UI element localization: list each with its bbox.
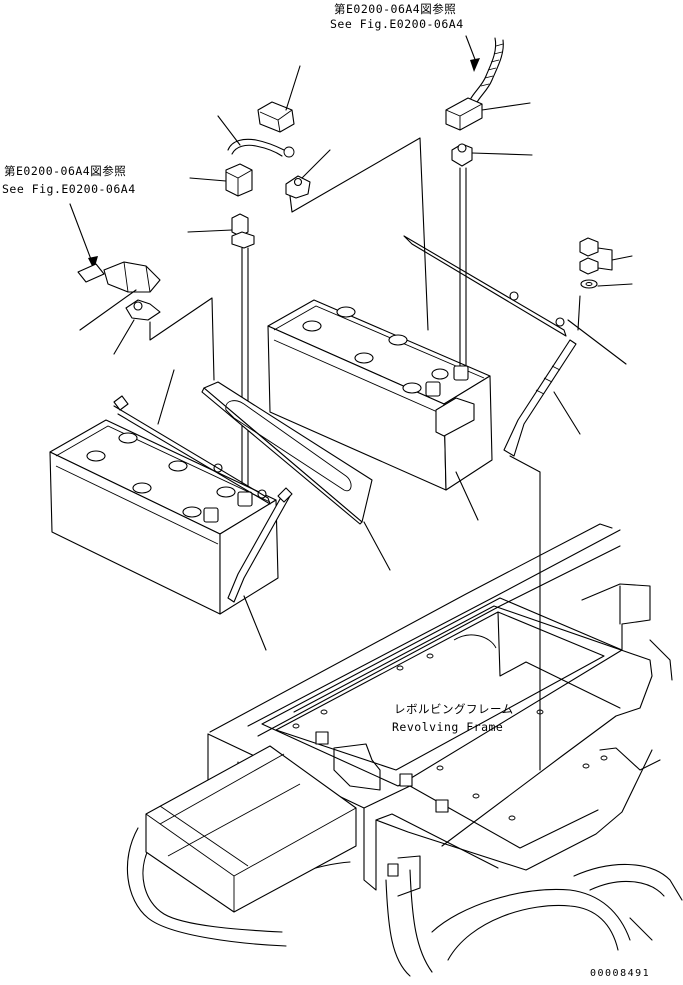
- reference-left-en: See Fig.E0200-06A4: [2, 182, 136, 196]
- harness-top-right: [445, 35, 533, 167]
- battery-left: [49, 369, 293, 651]
- reference-top-en: See Fig.E0200-06A4: [330, 17, 464, 31]
- drawing-number: 00008491: [590, 968, 650, 979]
- reference-top-jp: 第E0200-06A4図参照: [334, 2, 456, 16]
- harness-left: [69, 203, 215, 381]
- frame-label-en: Revolving Frame: [392, 720, 503, 734]
- reference-label-top: 第E0200-06A4図参照 See Fig.E0200-06A4: [330, 2, 464, 31]
- terminal-middle-left: [187, 213, 255, 491]
- battery-right: [267, 167, 493, 521]
- battery-pad: [201, 381, 391, 571]
- frame-label-jp: レボルビングフレーム: [394, 702, 514, 716]
- frame-label: レボルビングフレーム Revolving Frame: [392, 702, 514, 734]
- revolving-frame: [126, 523, 683, 977]
- cable-top-middle: [189, 65, 429, 331]
- hold-down-hardware: [403, 235, 633, 771]
- reference-left-jp: 第E0200-06A4図参照: [4, 164, 126, 178]
- reference-label-left: 第E0200-06A4図参照 See Fig.E0200-06A4: [2, 164, 136, 196]
